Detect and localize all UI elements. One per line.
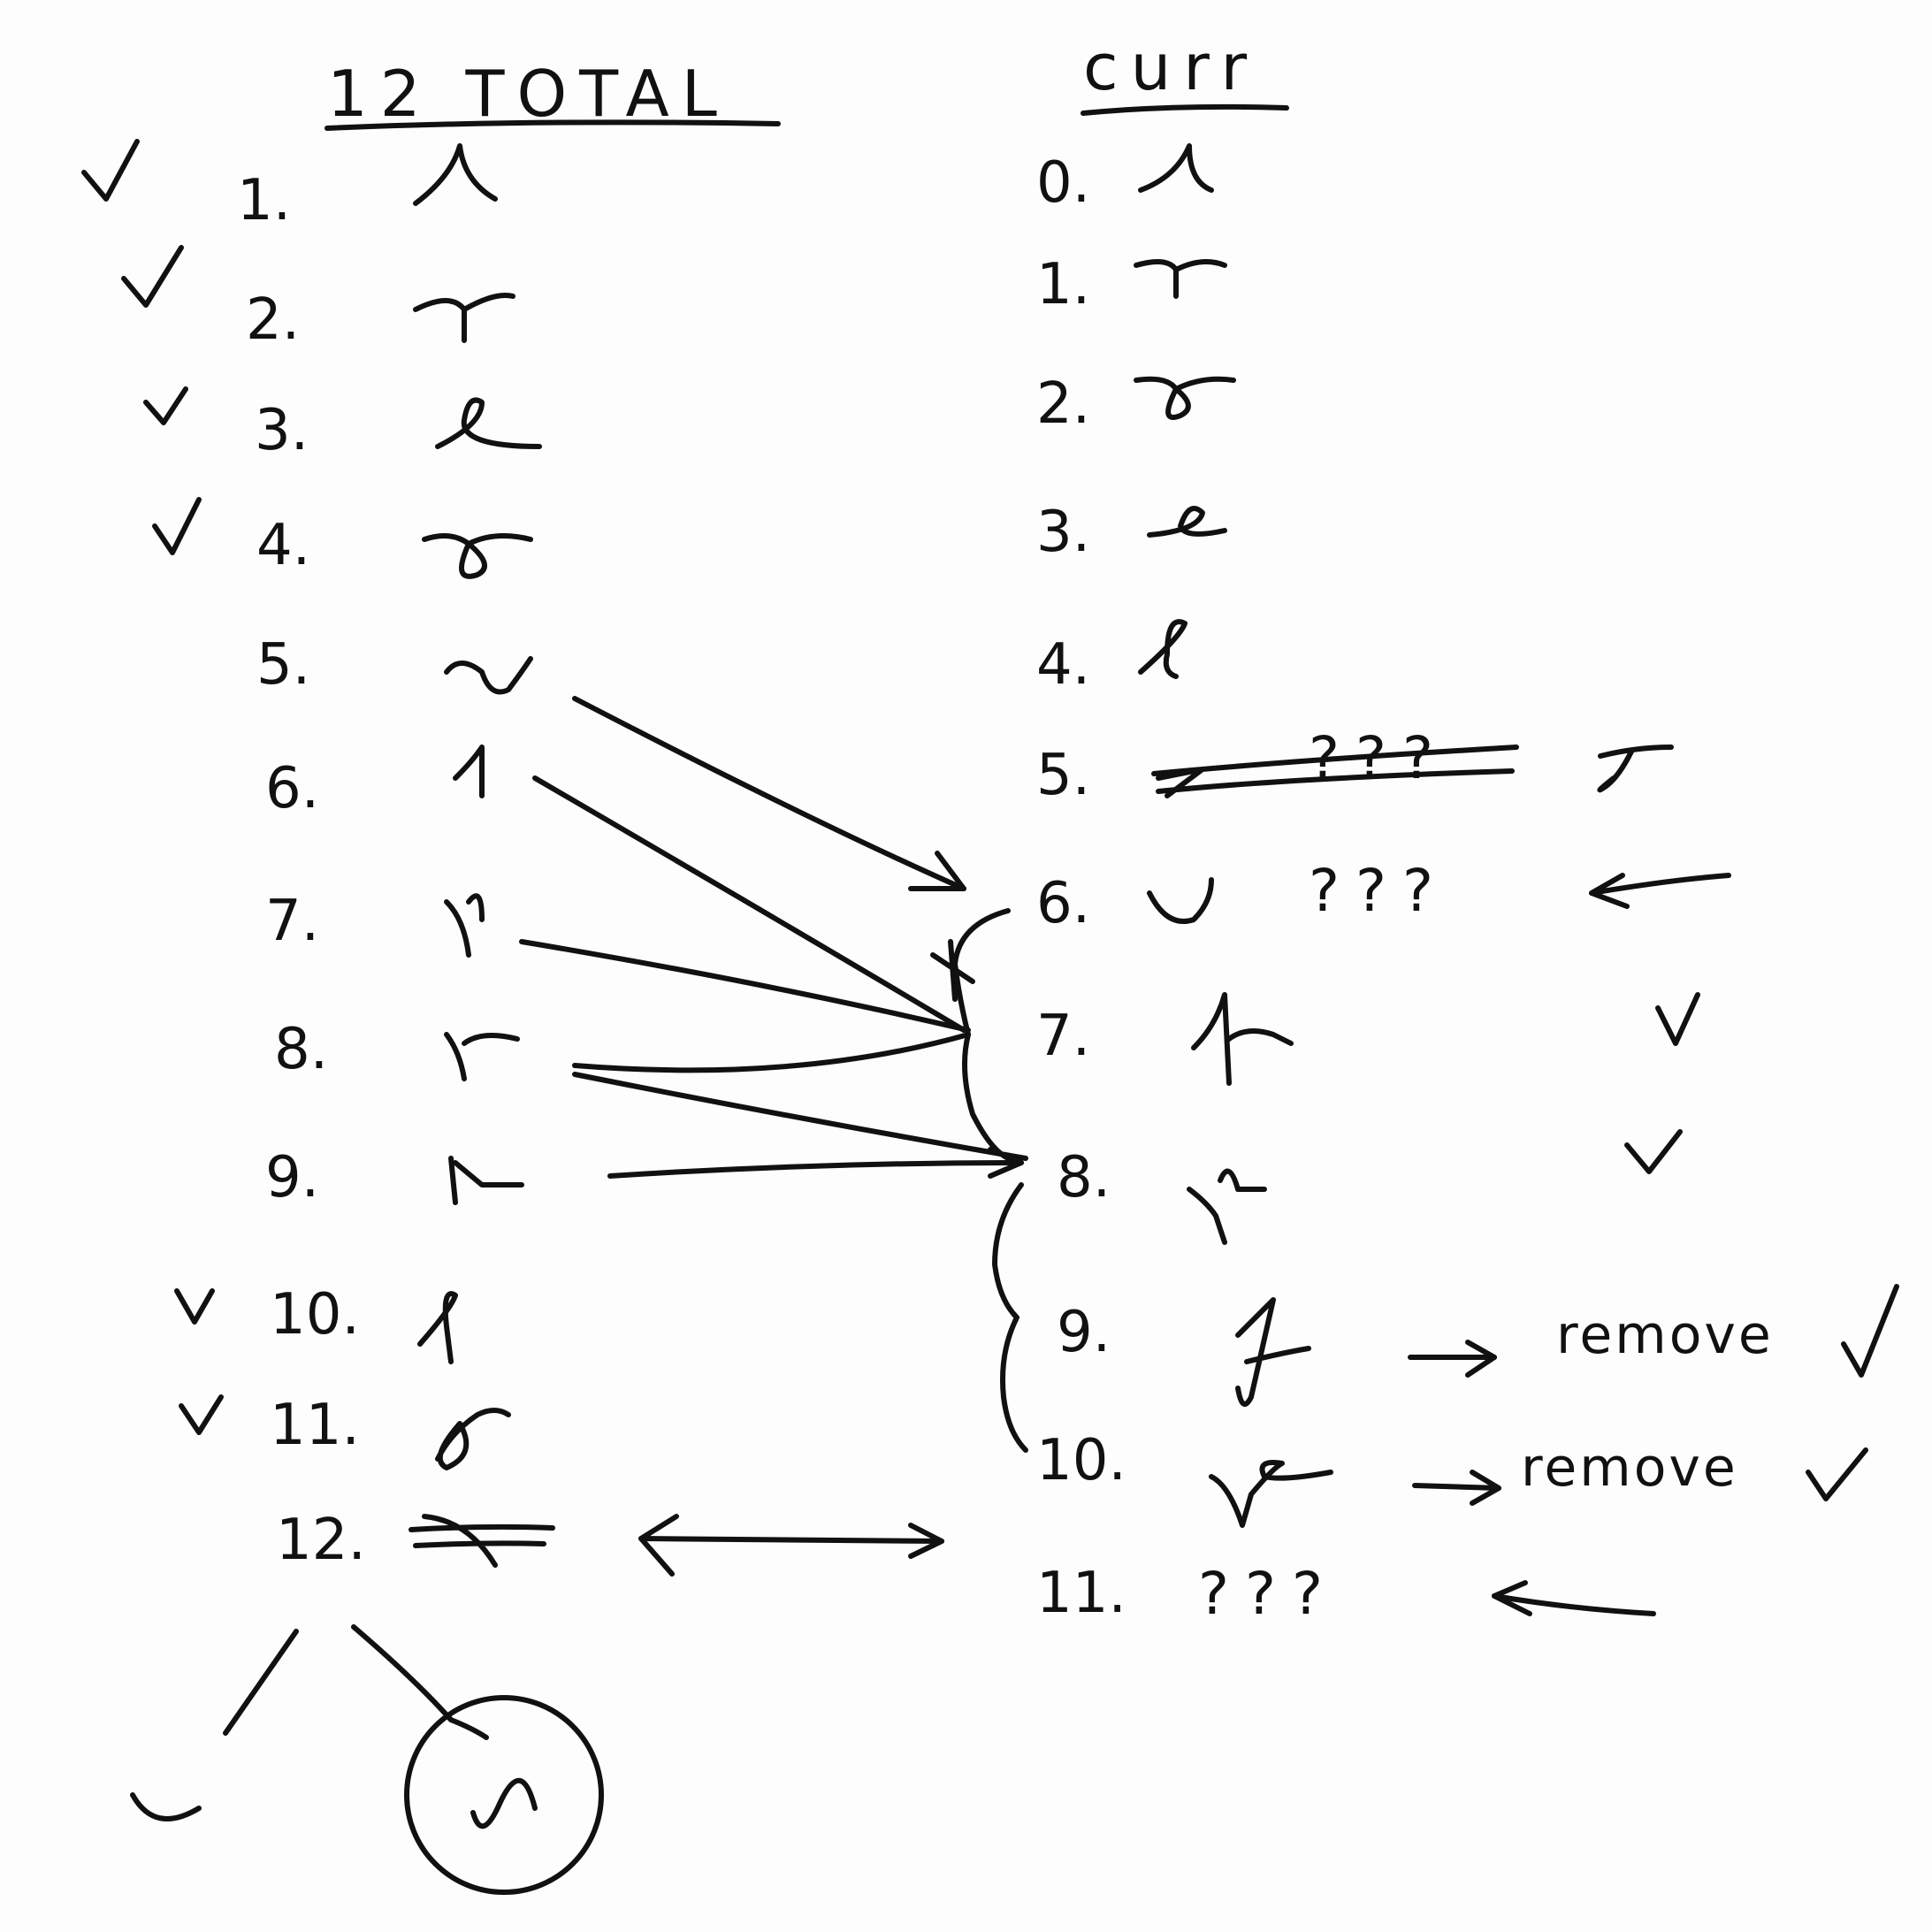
right-item-number: 11. bbox=[1036, 1561, 1126, 1626]
arrowhead bbox=[638, 1514, 679, 1577]
glyph-stroke bbox=[417, 1291, 458, 1364]
right-item-number: 8. bbox=[1057, 1145, 1111, 1210]
right-item-number: 3. bbox=[1036, 500, 1091, 565]
glyph-stroke bbox=[448, 1156, 524, 1205]
glyph-stroke bbox=[444, 1032, 520, 1081]
right-item-number: 6. bbox=[1036, 871, 1091, 936]
check-icon bbox=[143, 386, 188, 425]
glyph-stroke bbox=[413, 143, 498, 206]
glyph-stroke bbox=[1134, 376, 1236, 420]
right-item-number: 10. bbox=[1036, 1428, 1126, 1493]
connector-line bbox=[519, 939, 971, 1033]
check-icon bbox=[1806, 1447, 1868, 1501]
arrow-left-icon bbox=[1492, 1593, 1656, 1616]
strikethrough bbox=[1151, 745, 1519, 798]
arrowhead bbox=[1470, 1470, 1501, 1506]
connector-line bbox=[532, 775, 966, 1033]
right-title-underline bbox=[1081, 103, 1289, 116]
u-glyph bbox=[130, 1792, 202, 1821]
remove-note: remove bbox=[1521, 1437, 1738, 1499]
right-item-number: 2. bbox=[1036, 371, 1091, 437]
connector-arrow bbox=[572, 696, 966, 891]
glyph-stroke bbox=[1235, 1297, 1311, 1407]
glyph-stroke bbox=[1138, 619, 1187, 679]
glyph-stroke bbox=[1191, 992, 1294, 1086]
glyph-stroke bbox=[413, 293, 515, 343]
left-item-number: 10. bbox=[270, 1282, 360, 1348]
left-title: 12 TOTAL bbox=[327, 57, 729, 131]
question-marks: ??? bbox=[1309, 857, 1450, 925]
check-icon bbox=[179, 1394, 224, 1435]
left-item-number: 4. bbox=[256, 513, 311, 578]
arrowhead bbox=[1589, 873, 1630, 909]
glyph-stroke bbox=[1597, 745, 1674, 793]
left-title-underline bbox=[325, 119, 781, 131]
glyph-stroke bbox=[444, 893, 485, 958]
left-item-number: 11. bbox=[270, 1393, 360, 1458]
double-arrow bbox=[638, 1536, 944, 1544]
strikethrough bbox=[409, 1514, 555, 1568]
branch-line bbox=[223, 1629, 299, 1736]
right-item-number: 1. bbox=[1036, 252, 1091, 317]
check-icon bbox=[81, 139, 140, 202]
glyph-stroke bbox=[1134, 259, 1227, 299]
connector-line bbox=[572, 1032, 971, 1073]
question-marks: ??? bbox=[1198, 1560, 1340, 1628]
left-item-number: 6. bbox=[265, 756, 320, 821]
brace bbox=[952, 908, 1011, 1161]
arrow-left-icon bbox=[1589, 873, 1731, 896]
check-icon bbox=[121, 245, 184, 308]
right-item-number: 5. bbox=[1036, 743, 1091, 808]
check-icon bbox=[1655, 992, 1700, 1046]
check-icon bbox=[152, 497, 202, 555]
circle-outline bbox=[404, 1695, 604, 1895]
left-item-number: 12. bbox=[276, 1508, 366, 1573]
right-title: curr bbox=[1083, 30, 1260, 104]
arrowhead bbox=[1465, 1340, 1497, 1378]
check-icon bbox=[1624, 1129, 1683, 1174]
glyph-stroke bbox=[444, 656, 533, 695]
glyph-stroke bbox=[435, 397, 542, 449]
arrowhead bbox=[908, 1523, 944, 1559]
left-item-number: 3. bbox=[255, 398, 309, 463]
glyph-stroke bbox=[1209, 1460, 1333, 1528]
left-item-number: 8. bbox=[274, 1017, 329, 1082]
arrowhead bbox=[1492, 1580, 1532, 1616]
right-item-number: 0. bbox=[1036, 150, 1091, 216]
arrowhead bbox=[908, 851, 966, 891]
glyph-stroke bbox=[1187, 1168, 1267, 1245]
left-item-number: 7. bbox=[265, 889, 320, 954]
glyph-stroke bbox=[1138, 143, 1214, 193]
glyph-stroke bbox=[453, 745, 485, 798]
check-icon bbox=[1841, 1284, 1899, 1378]
check-icon bbox=[174, 1288, 215, 1325]
right-item-number: 4. bbox=[1036, 632, 1091, 698]
cross-mark bbox=[930, 939, 975, 1002]
left-item-number: 5. bbox=[256, 632, 311, 698]
glyph-stroke bbox=[1147, 506, 1227, 538]
connector-line bbox=[572, 1072, 1028, 1161]
left-item-number: 1. bbox=[237, 168, 292, 233]
left-item-number: 9. bbox=[265, 1145, 320, 1210]
left-item-number: 2. bbox=[246, 287, 301, 353]
remove-note: remove bbox=[1556, 1304, 1774, 1366]
glyph-stroke bbox=[1147, 877, 1214, 924]
branch-line bbox=[351, 1624, 489, 1740]
glyph-stroke bbox=[435, 1408, 511, 1470]
connector-line bbox=[607, 1160, 1024, 1179]
brace bbox=[992, 1182, 1028, 1453]
right-item-number: 9. bbox=[1057, 1300, 1111, 1365]
arrow-right-icon bbox=[1412, 1483, 1501, 1491]
glyph-stroke bbox=[422, 533, 533, 579]
right-item-number: 7. bbox=[1036, 1004, 1091, 1069]
glyph-stroke bbox=[470, 1777, 538, 1829]
